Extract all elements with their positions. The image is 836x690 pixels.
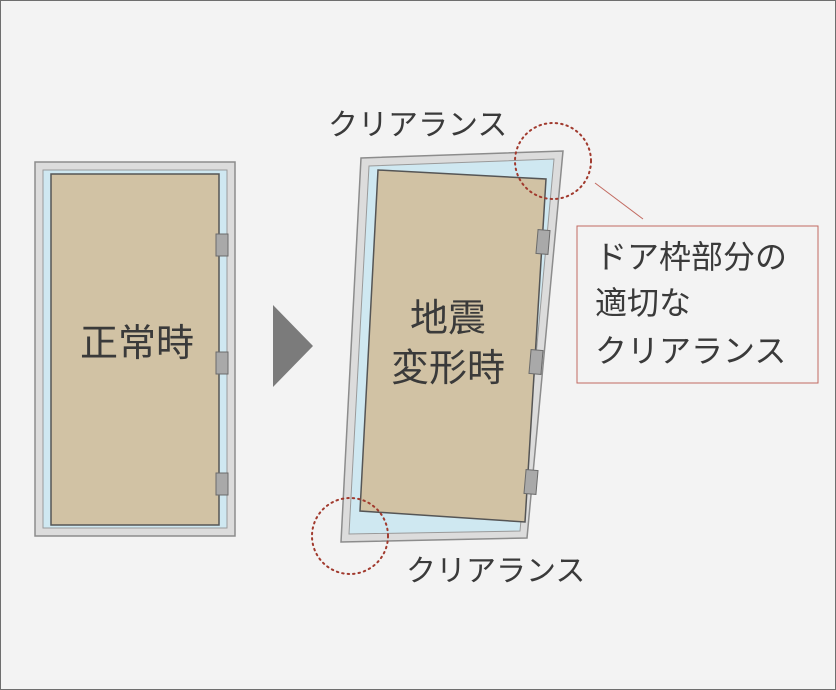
normal-door-hinge-middle [215, 351, 229, 375]
clearance-circle-top [514, 122, 592, 200]
triangle-right-icon [273, 305, 313, 387]
normal-door-hinge-bottom [215, 472, 229, 496]
clearance-label-bottom: クリアランス [406, 554, 585, 589]
deformed-door-hinge-top [535, 228, 551, 256]
callout-box [576, 225, 819, 384]
deformed-door-label-line2: 変形時 [391, 346, 505, 390]
callout-text-line3: クリアランス [595, 332, 786, 370]
deformed-door-hinge-bottom [523, 468, 539, 496]
deformed-door-group: 地震 変形時 [340, 150, 564, 543]
callout-leader-line [594, 182, 644, 220]
deformed-door-label-line1: 地震 [410, 296, 486, 340]
callout-text-line2: 適切な [595, 284, 691, 322]
normal-door-label: 正常時 [80, 321, 194, 365]
normal-door-group: 正常時 [34, 161, 236, 537]
deformed-door-panel [359, 169, 547, 523]
clearance-label-top: クリアランス [328, 108, 507, 143]
normal-door-hinge-top [215, 233, 229, 257]
clearance-circle-bottom [311, 497, 389, 575]
deformed-door-hinge-middle [528, 348, 544, 376]
normal-door-panel [50, 173, 220, 526]
callout-text-line1: ドア枠部分の [595, 238, 787, 276]
